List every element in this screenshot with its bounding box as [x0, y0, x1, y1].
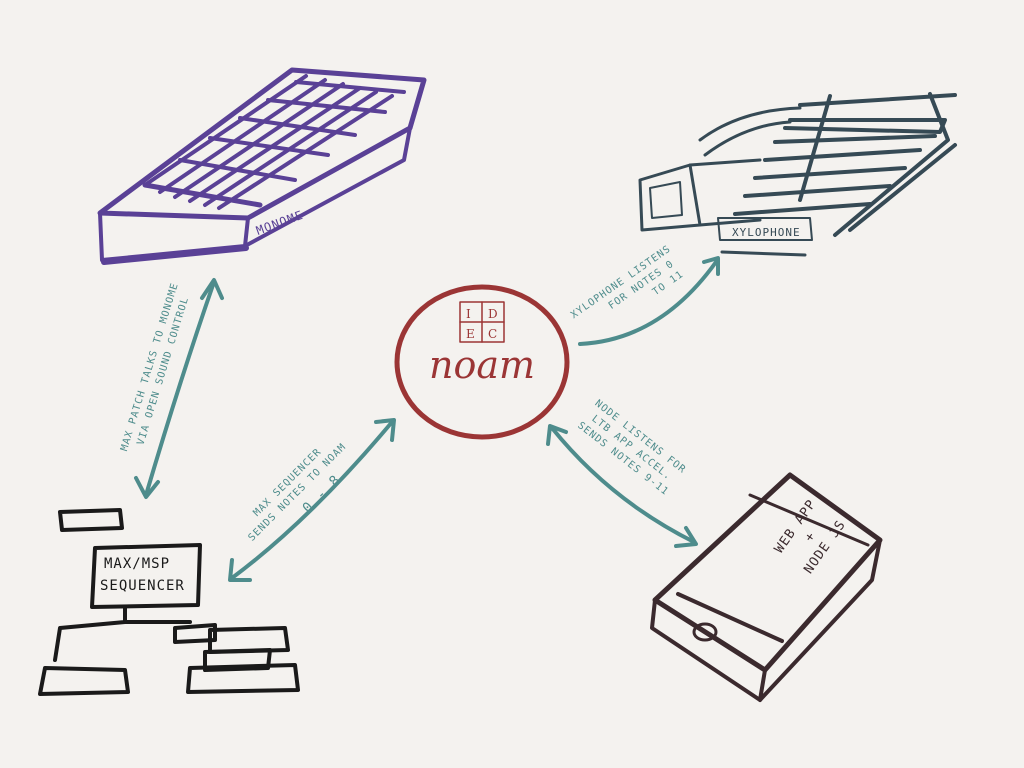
hub-label: noam [429, 343, 535, 387]
edge-hub-xylophone-line1: XYLOPHONE LISTENS [569, 244, 673, 321]
edge-hub-phone-line1: NODE LISTENS FOR [593, 398, 688, 476]
logo-letter-2: D [488, 307, 498, 321]
arrow-hub-xylophone [578, 256, 720, 346]
xylophone-label: XYLOPHONE [732, 226, 801, 239]
noam-hub: I D E C noam [394, 284, 570, 440]
arrow-sequencer-hub [228, 418, 396, 582]
phone-device: WEB APP + NODE JS [650, 472, 883, 702]
sequencer-label-line1: MAX/MSP [104, 556, 170, 572]
arrow-hub-phone [546, 424, 698, 548]
edge-label-sequencer-hub: MAX SEQUENCER SENDS NOTES TO NOAM 0 - 8 [246, 441, 348, 543]
idec-logo [459, 301, 505, 343]
sequencer-label-line2: SEQUENCER [100, 578, 185, 594]
phone-label-line2: + [802, 529, 819, 545]
sequencer-block: MAX/MSP SEQUENCER [38, 508, 300, 696]
edge-label-hub-xylophone: XYLOPHONE LISTENS FOR NOTES 0 TO 11 [569, 244, 686, 321]
logo-letter-1: I [466, 307, 471, 321]
xylophone-device: XYLOPHONE [638, 92, 957, 257]
arrow-monome-sequencer [134, 278, 224, 499]
edge-label-hub-phone: NODE LISTENS FOR LTB APP ACCEL. SENDS NO… [575, 398, 688, 498]
edge-hub-phone-line3: SENDS NOTES 9-11 [575, 420, 670, 498]
monome-device: monome [97, 67, 427, 265]
logo-letter-3: E [466, 327, 475, 341]
logo-letter-4: C [488, 327, 497, 341]
